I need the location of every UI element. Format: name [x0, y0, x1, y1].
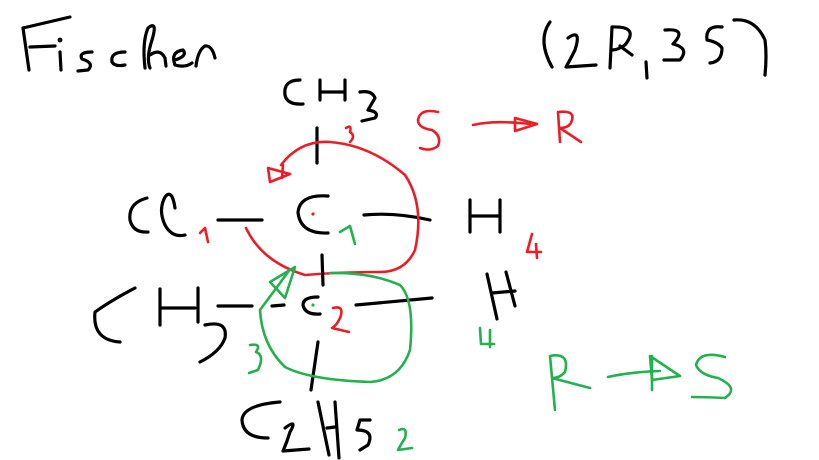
configuration-handwriting — [542, 18, 768, 80]
red-rule-handwriting — [416, 109, 583, 151]
carbon-1-group — [128, 78, 543, 277]
c1-priority-numbers — [198, 125, 543, 260]
red-curved-arrow-icon — [244, 140, 420, 277]
c2-priority-numbers — [247, 326, 496, 452]
c2-ch3-left — [93, 286, 227, 364]
c1-cl-left — [128, 192, 187, 238]
title-handwriting — [21, 15, 217, 73]
green-rule-handwriting — [548, 353, 733, 412]
carbon-2-group — [93, 253, 517, 460]
c2-c2h5-bottom — [240, 400, 372, 460]
green-curved-arrow-icon — [258, 265, 413, 384]
c1-ch3-top — [283, 78, 379, 123]
